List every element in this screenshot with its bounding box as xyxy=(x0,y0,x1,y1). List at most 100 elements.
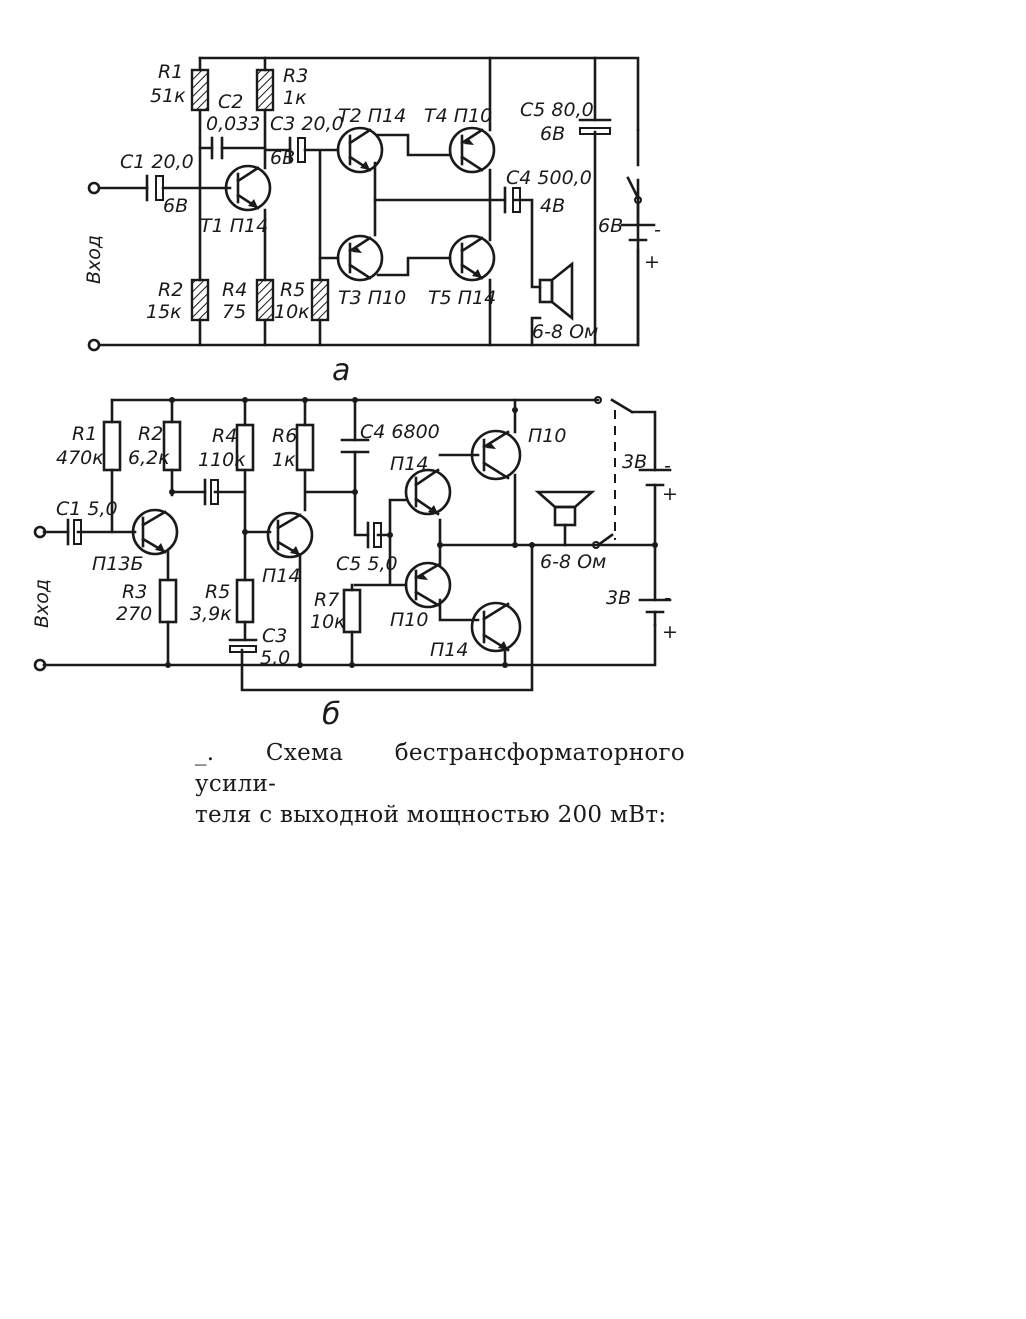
resistor-r4 xyxy=(235,423,255,472)
label-r3-value: 1к xyxy=(283,87,307,109)
label-r2-name: R2 xyxy=(138,423,163,445)
label-r6-value: 1к xyxy=(272,449,296,471)
label-p14-upper: П14 xyxy=(390,453,428,475)
capacitor-c5 xyxy=(366,521,382,549)
diagram-b: R1 470к R2 6,2к R4 110к R6 1к C4 6800 П1… xyxy=(31,396,678,732)
label-r1-name: R1 xyxy=(72,423,97,445)
label-r2-value: 15к xyxy=(146,301,182,323)
label-c5: C5 5,0 xyxy=(336,553,398,575)
label-t2: T2 П14 xyxy=(338,105,406,127)
label-battery-1-plus: + xyxy=(662,483,678,505)
label-r5-value: 3,9к xyxy=(190,603,232,625)
label-r7-value: 10к xyxy=(310,611,346,633)
label-c2-name: C2 xyxy=(218,91,243,113)
label-r1-value: 470к xyxy=(56,447,104,469)
label-c3-name: C3 20,0 xyxy=(270,113,344,135)
capacitor-c3 xyxy=(288,136,306,164)
transistor-p14-driver xyxy=(266,511,314,559)
label-c4-value: 4В xyxy=(540,195,565,217)
label-c3-name: C3 xyxy=(262,625,287,647)
label-c4: C4 6800 xyxy=(360,421,440,443)
speaker-icon xyxy=(534,490,596,527)
label-battery-plus: + xyxy=(644,251,660,273)
resistor-r5 xyxy=(235,578,255,624)
capacitor-c4 xyxy=(503,186,521,214)
resistor-r1 xyxy=(190,68,210,112)
label-r3-name: R3 xyxy=(283,65,308,87)
label-t3: T3 П10 xyxy=(338,287,406,309)
junction xyxy=(512,542,518,548)
junction xyxy=(302,397,308,403)
label-c3-value: 5,0 xyxy=(260,647,290,669)
switch-contact xyxy=(634,196,642,204)
capacitor-c3 xyxy=(228,638,258,653)
transistor-t1 xyxy=(224,164,272,212)
label-r5-name: R5 xyxy=(205,581,230,603)
junction xyxy=(165,662,171,668)
resistor-r5 xyxy=(310,278,330,322)
label-speaker: 6-8 Ом xyxy=(532,321,598,343)
resistor-r6 xyxy=(295,423,315,472)
battery-icon xyxy=(620,223,656,242)
junction xyxy=(502,662,508,668)
capacitor-c4 xyxy=(340,438,370,454)
junction xyxy=(297,662,303,668)
label-r5-name: R5 xyxy=(280,279,305,301)
label-r6-name: R6 xyxy=(272,425,297,447)
label-c5-name: C5 80,0 xyxy=(520,99,594,121)
transistor-p13b xyxy=(131,508,179,556)
label-c4-name: C4 500,0 xyxy=(506,167,592,189)
transistor-t5 xyxy=(448,234,496,282)
transistor-p14-output xyxy=(470,601,522,653)
label-battery-2-plus: + xyxy=(662,621,678,643)
transistor-p10-lower xyxy=(404,561,452,609)
resistor-r1 xyxy=(102,420,122,472)
input-terminal-top xyxy=(87,181,101,195)
label-r1-name: R1 xyxy=(158,61,183,83)
label-r5-value: 10к xyxy=(274,301,310,323)
junction xyxy=(352,489,358,495)
switch-contact xyxy=(594,396,602,404)
label-battery-minus: - xyxy=(654,219,661,241)
label-r3-value: 270 xyxy=(116,603,152,625)
input-terminal-top xyxy=(33,525,47,539)
capacitor-c1 xyxy=(66,518,82,546)
transistor-p10-output xyxy=(470,429,522,481)
label-speaker: 6-8 Ом xyxy=(540,551,606,573)
label-r7-name: R7 xyxy=(314,589,339,611)
junction xyxy=(349,662,355,668)
junction xyxy=(387,532,393,538)
diagram-a: R1 51к R3 1к C2 0,033 C3 20,0 6В C1 20,0… xyxy=(83,56,661,388)
label-r4-value: 75 xyxy=(222,301,246,323)
resistor-r3 xyxy=(255,68,275,112)
label-p13b: П13Б xyxy=(92,553,144,575)
label-r4-name: R4 xyxy=(222,279,247,301)
label-r1-value: 51к xyxy=(150,85,186,107)
label-r2-value: 6,2к xyxy=(128,447,170,469)
label-battery: 6В xyxy=(598,215,623,237)
label-t4: T4 П10 xyxy=(424,105,492,127)
label-r4-name: R4 xyxy=(212,425,237,447)
junction xyxy=(352,397,358,403)
transistor-t4 xyxy=(448,126,496,174)
label-input: Вход xyxy=(83,235,105,284)
capacitor-c2 xyxy=(210,136,224,160)
transistor-t2 xyxy=(336,126,384,174)
caption-line-2: теля с выходной мощностью 200 мВт: xyxy=(195,802,667,828)
label-c1: C1 5,0 xyxy=(56,498,118,520)
junction xyxy=(242,397,248,403)
speaker-icon xyxy=(538,261,574,321)
label-c5-value: 6В xyxy=(540,123,565,145)
label-p14-driver: П14 xyxy=(262,565,300,587)
switch-contact xyxy=(592,541,600,549)
label-r3-name: R3 xyxy=(122,581,147,603)
label-diagram-b: б xyxy=(322,697,341,732)
label-diagram-a: a xyxy=(332,353,350,388)
junction xyxy=(169,397,175,403)
junction xyxy=(652,542,658,548)
label-input: Вход xyxy=(31,579,53,628)
junction xyxy=(437,542,443,548)
label-c1-value: 6В xyxy=(163,195,188,217)
junction xyxy=(242,529,248,535)
